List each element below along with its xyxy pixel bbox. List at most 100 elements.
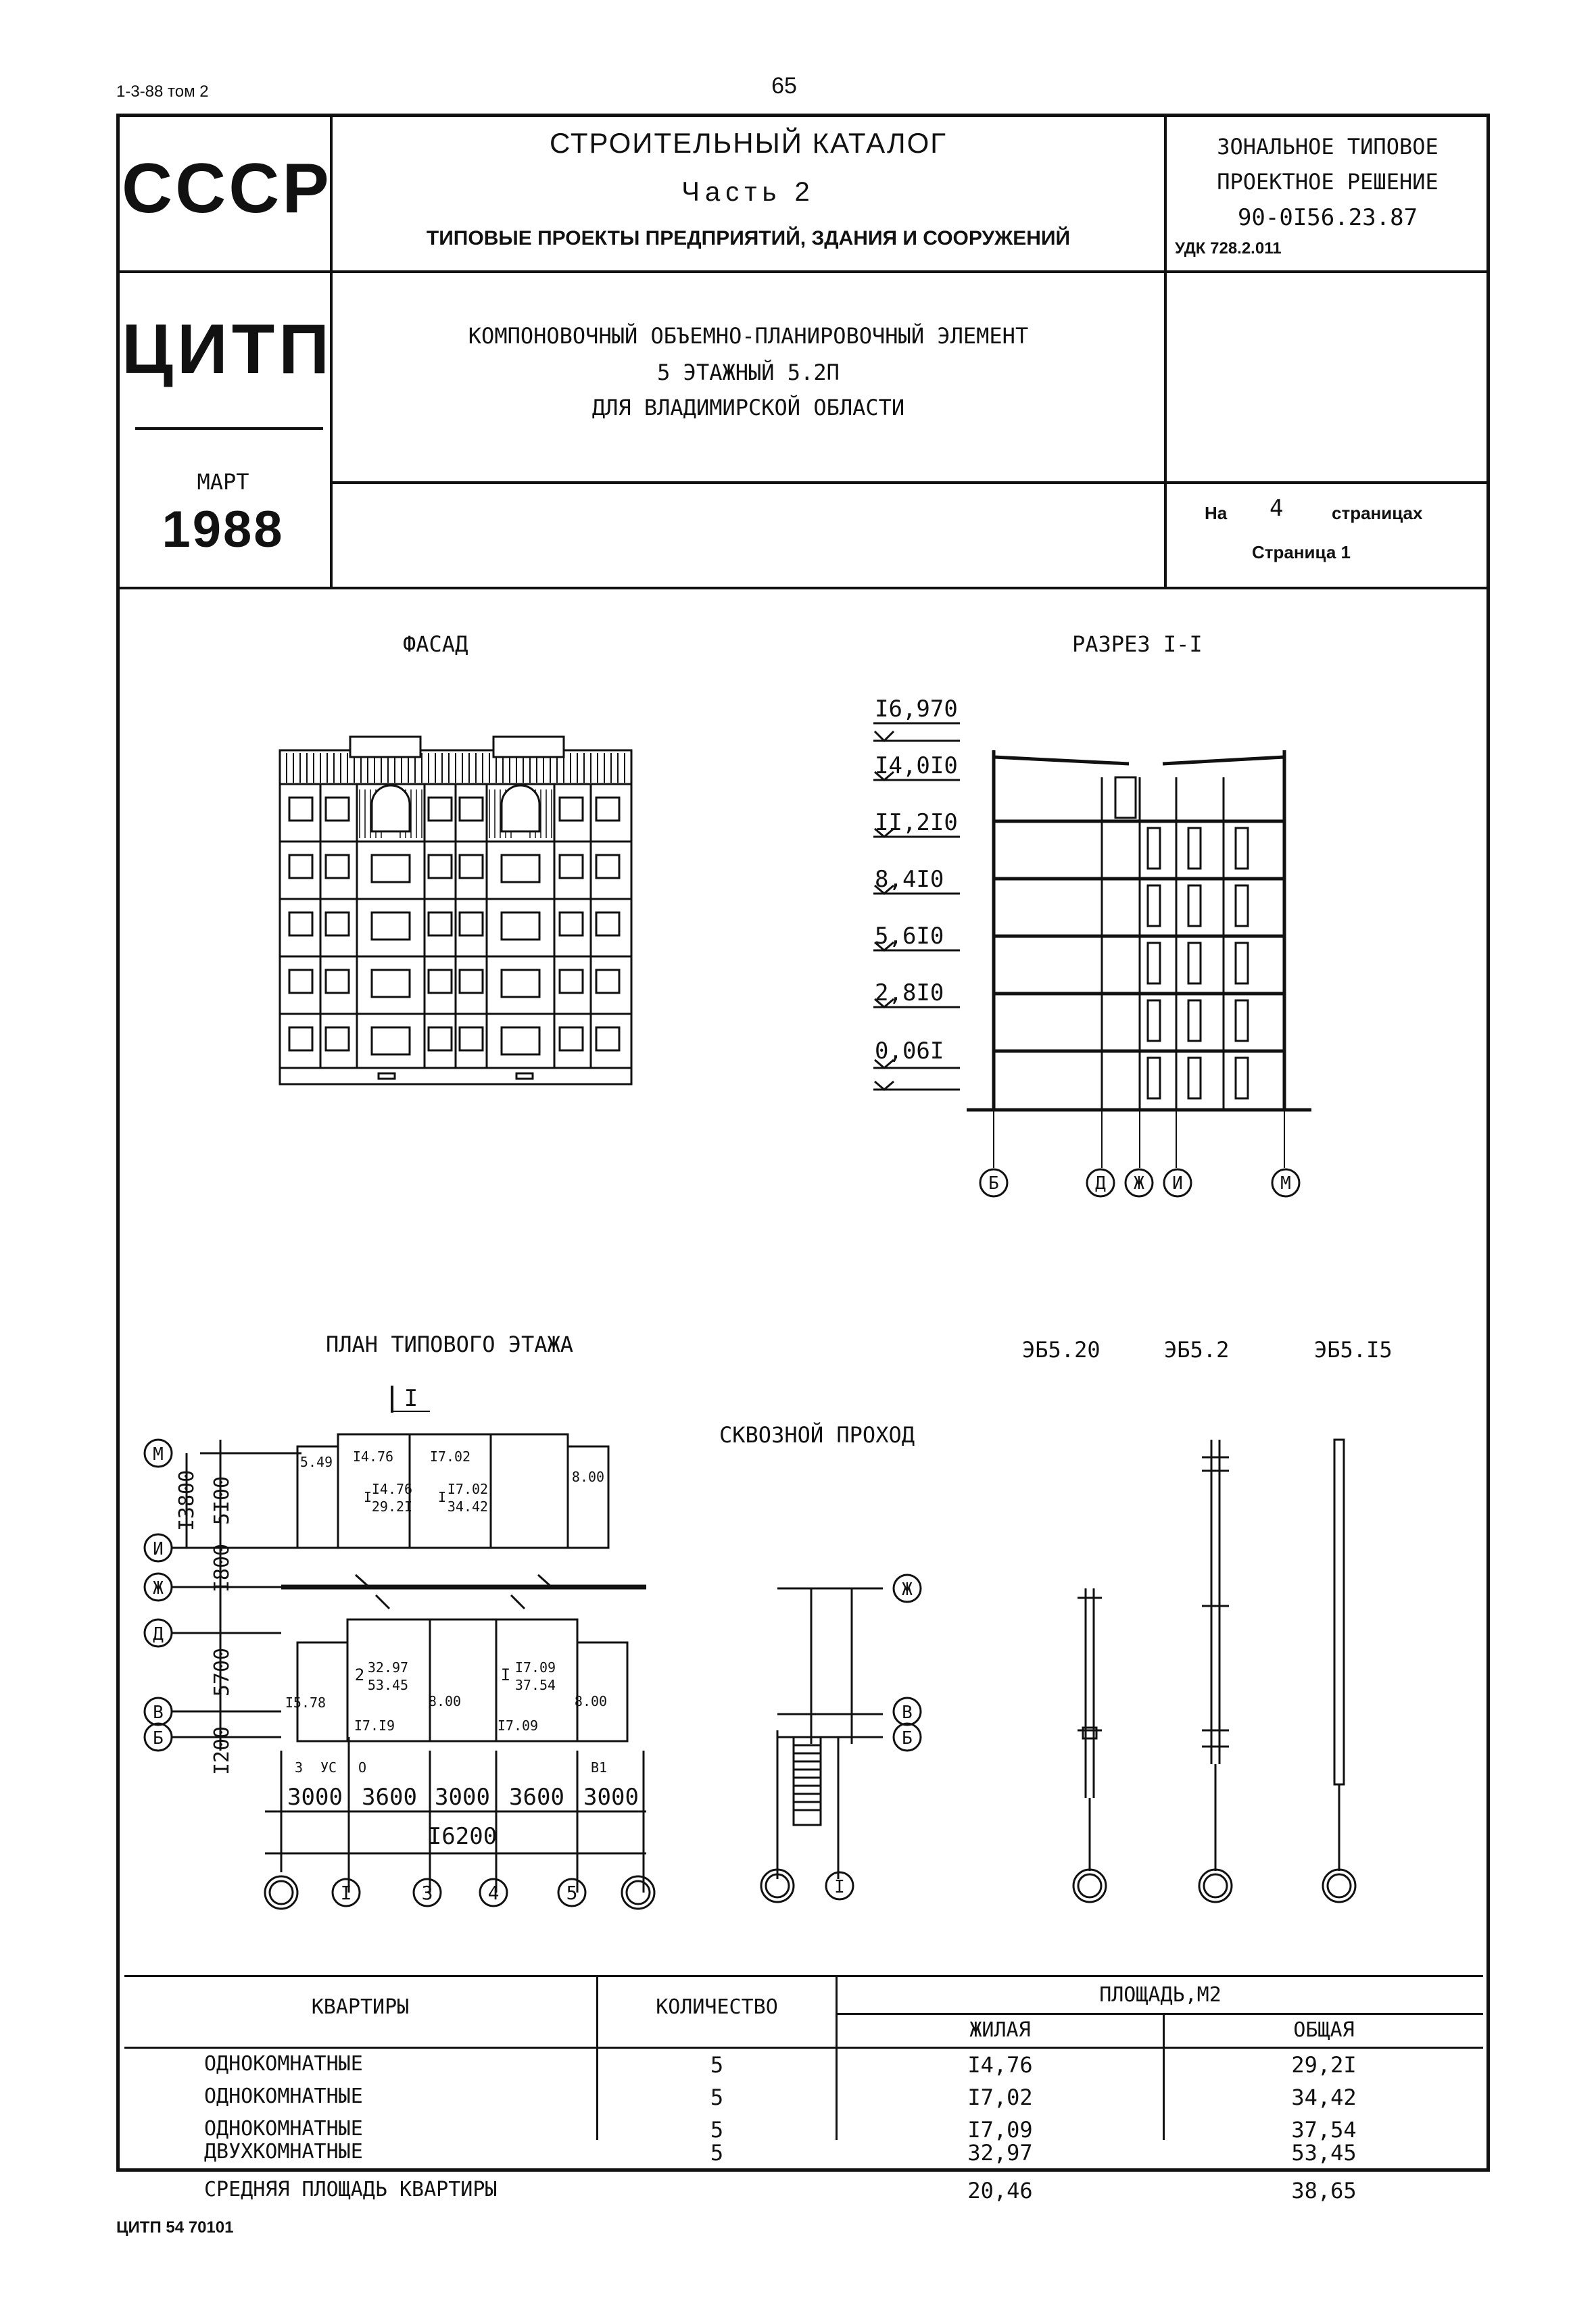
table-divider-2 bbox=[836, 1975, 838, 2140]
pages-prefix: На bbox=[1205, 503, 1228, 523]
room-top-left: 5.49 bbox=[300, 1454, 333, 1470]
passage-axis-b: Б bbox=[902, 1728, 913, 1749]
row-count: 5 bbox=[710, 2117, 724, 2143]
average-total: 38,65 bbox=[1291, 2178, 1357, 2203]
plan-dim-5700: 5700 bbox=[210, 1648, 234, 1697]
table-header-apartments: КВАРТИРЫ bbox=[311, 1995, 410, 2019]
elevation-2810: 2,8I0 bbox=[875, 979, 944, 1006]
header-divider-right bbox=[1164, 115, 1167, 588]
elevation-5610: 5,6I0 bbox=[875, 923, 944, 950]
facade-title: ФАСАД bbox=[403, 631, 468, 657]
country-label: СССР bbox=[122, 149, 332, 228]
org-label: ЦИТП bbox=[122, 310, 333, 389]
section-axis-d: Д bbox=[1095, 1173, 1106, 1194]
mark-v1: В1 bbox=[591, 1759, 607, 1776]
room-apt3-count: 2 bbox=[355, 1665, 364, 1684]
header-row-line-1 bbox=[118, 270, 1489, 273]
plan-dim-13800: I3800 bbox=[175, 1470, 199, 1531]
passage-axis-v: В bbox=[902, 1703, 913, 1723]
row-count: 5 bbox=[710, 2085, 724, 2110]
row-living: I7,02 bbox=[967, 2085, 1033, 2110]
elevation-8410: 8,4I0 bbox=[875, 866, 944, 893]
row-total: 53,45 bbox=[1291, 2140, 1357, 2166]
panel-label-eb52: ЭБ5.2 bbox=[1164, 1337, 1230, 1363]
row-living: I7,09 bbox=[967, 2117, 1033, 2143]
passage-col-axis-1: I bbox=[834, 1877, 845, 1897]
plan-col-axis-1: I bbox=[341, 1882, 352, 1904]
plan-drawing: М И Ж Д В Б I I3800 5I00 I800 5700 I200 … bbox=[143, 1385, 656, 1910]
average-living: 20,46 bbox=[967, 2178, 1033, 2203]
room-top-right: 8.00 bbox=[572, 1469, 604, 1485]
room-apt2-living: I7.02 bbox=[430, 1448, 470, 1465]
passage-title: СКВОЗНОЙ ПРОХОД bbox=[719, 1422, 915, 1448]
table-header-living: ЖИЛАЯ bbox=[969, 2018, 1031, 2042]
room-apt3-fraction-top: 32.97 bbox=[368, 1659, 408, 1676]
average-label: СРЕДНЯЯ ПЛОЩАДЬ КВАРТИРЫ bbox=[204, 2178, 498, 2201]
plan-axis-m: М bbox=[153, 1444, 164, 1465]
panel-drawings bbox=[1072, 1438, 1357, 1903]
plan-col-dim-1: 3000 bbox=[287, 1784, 343, 1811]
facade-drawing bbox=[279, 735, 633, 1086]
room-apt2-fraction-top: I7.02 bbox=[448, 1481, 488, 1497]
room-mid-area: 8.00 bbox=[429, 1693, 461, 1709]
room-apt1-living: I4.76 bbox=[353, 1448, 393, 1465]
table-header-count: КОЛИЧЕСТВО bbox=[656, 1995, 778, 2019]
solution-line2: ПРОЕКТНОЕ РЕШЕНИЕ bbox=[1217, 169, 1438, 195]
element-title-line2: 5 ЭТАЖНЫЙ 5.2П bbox=[657, 360, 840, 385]
room-right-area: 8.00 bbox=[575, 1693, 607, 1709]
table-header-area: ПЛОЩАДЬ,М2 bbox=[1099, 1983, 1222, 2007]
room-apt4-count: I bbox=[501, 1665, 510, 1684]
plan-axis-b: Б bbox=[153, 1728, 164, 1749]
row-type: ДВУХКОМНАТНЫЕ bbox=[204, 2140, 363, 2164]
elevation-11210: II,2I0 bbox=[875, 809, 958, 836]
plan-axis-i: И bbox=[153, 1539, 164, 1559]
element-title-line1: КОМПОНОВОЧНЫЙ ОБЪЕМНО-ПЛАНИРОВОЧНЫЙ ЭЛЕМ… bbox=[468, 323, 1029, 349]
section-axis-b: Б bbox=[988, 1173, 999, 1194]
table-divider-3 bbox=[1163, 2013, 1165, 2140]
room-apt1-fraction-top: I4.76 bbox=[372, 1481, 412, 1497]
pages-suffix: страницах bbox=[1332, 503, 1423, 523]
room-bottom-left: I7.I9 bbox=[354, 1717, 395, 1734]
row-type: ОДНОКОМНАТНЫЕ bbox=[204, 2085, 363, 2108]
room-apt2-count: I bbox=[438, 1489, 446, 1505]
row-living: 32,97 bbox=[967, 2140, 1033, 2166]
table-top-line bbox=[124, 1975, 1483, 1977]
page-number: 65 bbox=[771, 73, 797, 99]
mark-o: О bbox=[358, 1759, 366, 1776]
plan-axis-d: Д bbox=[153, 1624, 164, 1644]
solution-line1: ЗОНАЛЬНОЕ ТИПОВОЕ bbox=[1217, 134, 1438, 160]
catalog-title: СТРОИТЕЛЬНЫЙ КАТАЛОГ bbox=[549, 127, 948, 159]
row-type: ОДНОКОМНАТНЫЕ bbox=[204, 2052, 363, 2076]
section-axis-m: М bbox=[1280, 1173, 1291, 1194]
row-count: 5 bbox=[710, 2052, 724, 2078]
room-apt4-fraction-top: I7.09 bbox=[515, 1659, 556, 1676]
table-area-subheader-line bbox=[836, 2013, 1483, 2015]
table-header-total: ОБЩАЯ bbox=[1293, 2018, 1355, 2042]
table-divider-1 bbox=[596, 1975, 598, 2140]
plan-col-axis-3: 3 bbox=[422, 1882, 433, 1904]
panel-label-eb515: ЭБ5.I5 bbox=[1314, 1337, 1393, 1363]
page-label: Страница 1 bbox=[1252, 542, 1351, 562]
plan-col-dim-5: 3000 bbox=[583, 1784, 639, 1811]
doc-code: 1-3-88 том 2 bbox=[116, 82, 209, 101]
header-bottom-line bbox=[118, 587, 1489, 589]
plan-axis-zh: Ж bbox=[153, 1578, 164, 1599]
udk-code: УДК 728.2.011 bbox=[1175, 239, 1282, 258]
document-frame bbox=[116, 114, 1490, 2172]
section-title: РАЗРЕЗ I-I bbox=[1072, 631, 1203, 657]
plan-col-dim-3: 3000 bbox=[435, 1784, 490, 1811]
room-left-area: I5.78 bbox=[285, 1695, 326, 1711]
mark-us: УС bbox=[320, 1759, 337, 1776]
plan-dim-5100: 5I00 bbox=[210, 1476, 234, 1525]
plan-total-dim: I6200 bbox=[428, 1823, 497, 1850]
room-apt2-fraction-bottom: 34.42 bbox=[448, 1498, 488, 1515]
footer-code: ЦИТП 54 70101 bbox=[116, 2218, 234, 2237]
passage-drawing: Ж В Б I bbox=[760, 1574, 922, 1903]
issue-month: МАРТ bbox=[197, 469, 249, 495]
header-divider-left bbox=[330, 115, 333, 588]
row-type: ОДНОКОМНАТНЫЕ bbox=[204, 2117, 363, 2141]
row-living: I4,76 bbox=[967, 2052, 1033, 2078]
row-total: 37,54 bbox=[1291, 2117, 1357, 2143]
plan-col-axis-4: 4 bbox=[488, 1882, 500, 1904]
row-total: 29,2I bbox=[1291, 2052, 1357, 2078]
